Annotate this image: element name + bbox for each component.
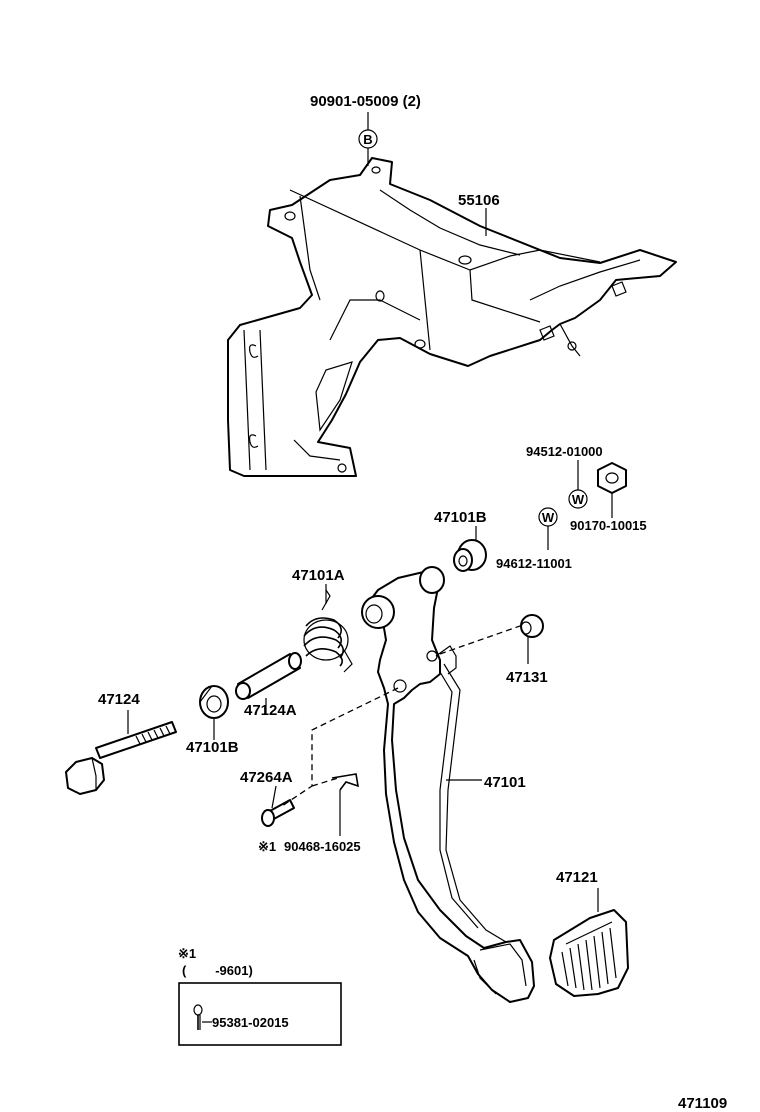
label-cotter-pin: 95381-02015 bbox=[212, 1015, 289, 1030]
bushing-47101b-top bbox=[453, 526, 487, 572]
note-mark: ※1 bbox=[178, 946, 196, 961]
marker-w-2: W bbox=[538, 507, 558, 527]
label-nut: 90170-10015 bbox=[570, 518, 647, 533]
marker-w-1: W bbox=[568, 489, 588, 509]
label-clevis-pin: 47264A bbox=[240, 769, 293, 786]
svg-text:B: B bbox=[363, 132, 372, 147]
svg-text:W: W bbox=[572, 492, 585, 507]
clip bbox=[331, 773, 360, 836]
label-bracket: 55106 bbox=[458, 192, 500, 209]
bolt-47124 bbox=[65, 710, 177, 795]
note-range: ( -9601) bbox=[182, 963, 253, 978]
label-pin-47131: 47131 bbox=[506, 669, 548, 686]
cotter-pin-icon bbox=[193, 1004, 212, 1030]
bushing-47101b-left bbox=[199, 685, 229, 740]
label-pedal-pad: 47121 bbox=[556, 869, 598, 886]
label-bushing-top: 47101B bbox=[434, 509, 487, 526]
clevis-pin bbox=[261, 785, 295, 827]
label-bolt-b: 90901-05009 (2) bbox=[310, 93, 421, 110]
pedal-pad bbox=[549, 888, 629, 997]
label-clip: 90468-16025 bbox=[284, 839, 361, 854]
collar-47124a bbox=[235, 652, 302, 700]
nut-90170-10015 bbox=[597, 462, 627, 518]
pedal-bracket bbox=[227, 157, 677, 477]
marker-b: B bbox=[358, 129, 378, 149]
note-box: ※1 ( -9601) 95381-02015 bbox=[178, 946, 342, 1046]
label-washer-w2: 94612-11001 bbox=[496, 556, 572, 571]
label-collar: 47124A bbox=[244, 702, 297, 719]
label-washer-w1: 94512-01000 bbox=[526, 444, 603, 459]
svg-text:W: W bbox=[542, 510, 555, 525]
pedal-arm bbox=[361, 566, 535, 1003]
label-spring: 47101A bbox=[292, 567, 345, 584]
figure-number: 471109 bbox=[678, 1095, 727, 1112]
label-pedal-arm: 47101 bbox=[484, 774, 526, 791]
label-bushing-left: 47101B bbox=[186, 739, 239, 756]
leader-lines bbox=[265, 112, 579, 781]
label-bolt: 47124 bbox=[98, 691, 140, 708]
pin-47131 bbox=[520, 614, 544, 664]
label-clip-mark: ※1 bbox=[258, 839, 276, 854]
assembly-lines bbox=[281, 625, 521, 807]
return-spring bbox=[303, 589, 353, 673]
